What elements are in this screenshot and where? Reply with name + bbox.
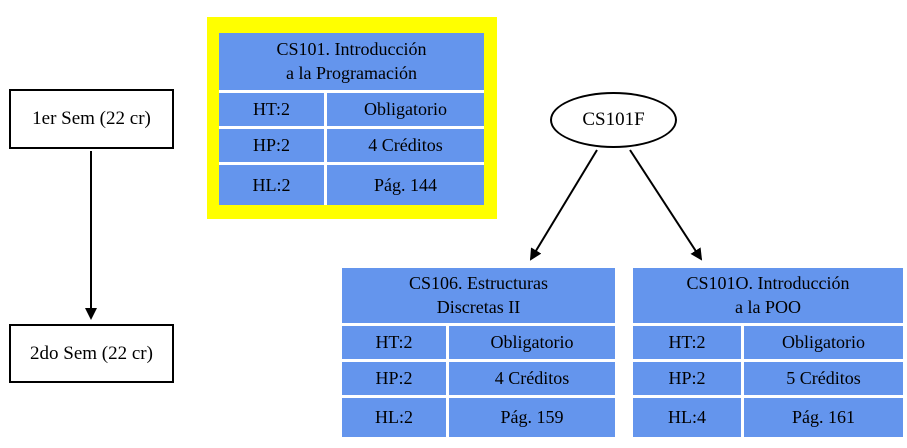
- edge-cs101f-to-cs101o: [629, 149, 703, 261]
- course-cell-value: Obligatorio: [327, 93, 484, 126]
- course-cell-label: HP:2: [633, 362, 741, 395]
- course-cell-label: HP:2: [342, 362, 446, 395]
- node-sem1-label: 1er Sem (22 cr): [32, 108, 151, 129]
- course-cell-label: HT:2: [342, 326, 446, 359]
- course-cell-label: HP:2: [219, 129, 324, 162]
- course-cell-label: HL:2: [342, 398, 446, 437]
- course-cell-value: 4 Créditos: [327, 129, 484, 162]
- node-cs101f: CS101F: [550, 92, 677, 148]
- node-sem2-label: 2do Sem (22 cr): [30, 342, 153, 364]
- course-cell-value: Pág. 159: [449, 398, 615, 437]
- course-table-cs101o: CS101O. Introducción a la POO HT:2 Oblig…: [633, 268, 903, 437]
- course-title-cs101o: CS101O. Introducción a la POO: [633, 268, 903, 323]
- course-cell-value: Pág. 144: [327, 165, 484, 205]
- course-table-cs106: CS106. Estructuras Discretas II HT:2 Obl…: [342, 268, 615, 437]
- node-sem2: 2do Sem (22 cr): [9, 324, 174, 383]
- course-title-cs101: CS101. Introducción a la Programación: [219, 33, 484, 90]
- course-title-cs106: CS106. Estructuras Discretas II: [342, 268, 615, 323]
- course-cell-label: HL:4: [633, 398, 741, 437]
- course-cell-value: Obligatorio: [449, 326, 615, 359]
- course-cell-value: Obligatorio: [744, 326, 903, 359]
- course-cell-label: HL:2: [219, 165, 324, 205]
- course-cell-value: 5 Créditos: [744, 362, 903, 395]
- course-cell-value: Pág. 161: [744, 398, 903, 437]
- course-table-cs101: CS101. Introducción a la Programación HT…: [219, 33, 484, 205]
- node-sem1: 1er Sem (22 cr): [9, 89, 174, 149]
- course-cell-label: HT:2: [633, 326, 741, 359]
- node-cs101f-label: CS101F: [582, 109, 645, 130]
- course-cell-label: HT:2: [219, 93, 324, 126]
- course-cell-value: 4 Créditos: [449, 362, 615, 395]
- edge-cs101f-to-cs106: [529, 149, 598, 261]
